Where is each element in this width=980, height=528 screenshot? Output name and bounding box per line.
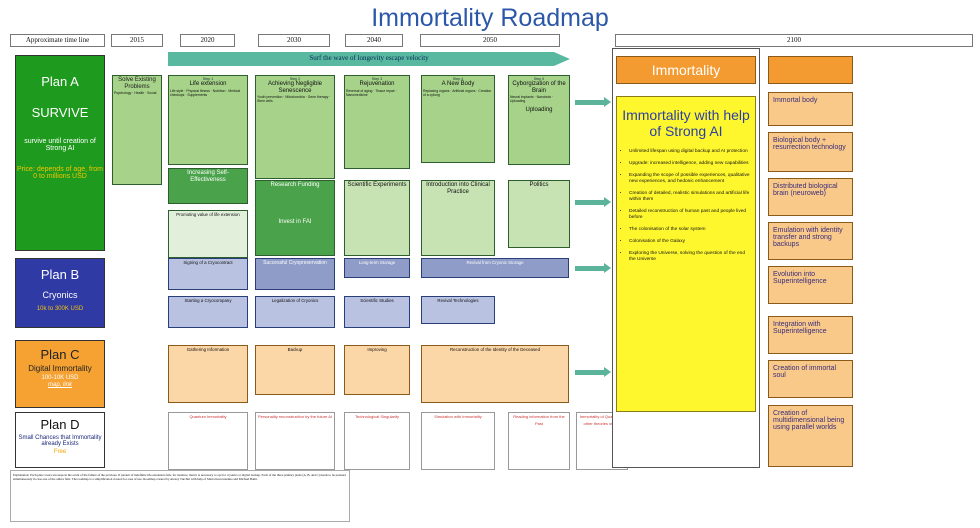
- plan-c-line: Digital Immortality: [28, 364, 92, 373]
- plan-c: Plan C Digital Immortality 100-10K USD m…: [15, 340, 105, 408]
- arrow-plan-c: [575, 367, 611, 377]
- step-promoting-value: Promoting value of life extension: [168, 210, 248, 258]
- timeline-2020: 2020: [180, 34, 235, 47]
- strong-ai-point: Creation of detailed, realistic simulati…: [629, 191, 751, 203]
- right-box: Integration with Superintelligence: [768, 316, 853, 354]
- plan-c-name: Plan C: [40, 347, 80, 362]
- strong-ai-box: Immortality with help of Strong AI Unlim…: [616, 96, 756, 412]
- step-simulation: Simulation with Immortality: [421, 412, 495, 470]
- step-long-term-storage: Long-term Storage: [344, 258, 410, 278]
- plan-b-name: Plan B: [40, 267, 80, 282]
- step-improving: Improving: [344, 345, 410, 395]
- timeline-2100: 2100: [615, 34, 973, 47]
- plan-a-name: Plan A: [41, 74, 79, 89]
- step-cryopreservation: Successful Cryopreservation: [255, 258, 335, 290]
- footnotes: Explanation: Each plan covers ten steps …: [10, 470, 350, 522]
- step-research-funding: Research Funding Invest in FAI: [255, 180, 335, 256]
- right-box: Creation of multidimensional being using…: [768, 405, 853, 467]
- plan-d: Plan D Small Chances that Immortality al…: [15, 412, 105, 468]
- step-scientific-studies: Scientific Studies: [344, 296, 410, 328]
- step-cryocompany: Starting a Cryocompany: [168, 296, 248, 328]
- arrow-plan-b: [575, 263, 611, 273]
- strong-ai-point: Exploring the Universe, solving the ques…: [629, 251, 751, 263]
- plan-b: Plan B Cryonics 10k to 300K USD: [15, 258, 105, 328]
- plan-a-price: Price: depends of age, from 0 to million…: [17, 166, 103, 180]
- step-scientific-experiments: Scientific Experiments: [344, 180, 410, 256]
- strong-ai-point: Expanding the scope of possible experien…: [629, 173, 751, 185]
- right-box: Emulation with identity transfer and str…: [768, 222, 853, 260]
- step-cryocontract: Signing of a Cryocontract: [168, 258, 248, 290]
- step-revival-technologies: Revival Technologies: [421, 296, 495, 324]
- strong-ai-point: The colonisation of the solar system: [629, 227, 751, 233]
- plan-c-link[interactable]: map, link: [47, 382, 72, 388]
- plan-a: Plan A SURVIVE survive until creation of…: [15, 55, 105, 251]
- step-politics: Politics: [508, 180, 570, 248]
- right-box: Biological body + resurrection technolog…: [768, 132, 853, 172]
- strong-ai-points: Unlimited lifespan using digital backup …: [621, 149, 751, 263]
- step-reading-past: Reading information from the Past: [508, 412, 570, 470]
- step-quantum-immortality: Quantum Immortality: [168, 412, 248, 470]
- step-revival-cryonic: Revival from Cryonic Storage: [421, 258, 569, 278]
- step-backup: Backup: [255, 345, 335, 395]
- strong-ai-point: Colonisation of the Galaxy: [629, 239, 751, 245]
- wave-text: Surf the wave of longevity escape veloci…: [309, 54, 429, 62]
- wave-banner: [168, 52, 570, 66]
- timeline-2030: 2030: [258, 34, 330, 47]
- step-legalization-cryonics: Legalization of Cryonics: [255, 296, 335, 328]
- step-self-effectiveness: Increasing Self-Effectiveness: [168, 168, 248, 204]
- right-box: Distributed biological brain (neuroweb): [768, 178, 853, 216]
- plan-a-desc: survive until creation of Strong AI: [24, 138, 96, 152]
- uploading-label: Uploading: [525, 107, 553, 114]
- step-singularity: Technological Singularity: [344, 412, 410, 470]
- plan-b-line: Cryonics: [42, 290, 78, 300]
- right-box: Creation of immortal soul: [768, 360, 853, 398]
- immortality-header: Immortality: [616, 56, 756, 84]
- immortality-header-ext: [768, 56, 853, 84]
- timeline-label: Approximate time line: [10, 34, 105, 47]
- timeline-2015: 2015: [111, 34, 163, 47]
- plan-d-line: Small Chances that Immortality already E…: [18, 435, 102, 447]
- strong-ai-title: Immortality with help of Strong AI: [622, 107, 750, 139]
- plan-d-name: Plan D: [40, 417, 80, 432]
- page-title: Immortality Roadmap: [371, 4, 609, 32]
- right-box: Immortal body: [768, 92, 853, 126]
- strong-ai-point: Detailed reconstruction of human past an…: [629, 209, 751, 221]
- timeline-2040: 2040: [345, 34, 403, 47]
- plan-c-price: 100-10K USD: [41, 375, 79, 381]
- right-box: Evolution into Superintelligence: [768, 266, 853, 304]
- step-clinical-practice: Introduction into Clinical Practice: [421, 180, 495, 256]
- step-reconstruction-identity: Reconstruction of the Identity of the De…: [421, 345, 569, 403]
- plan-b-price: 10k to 300K USD: [36, 306, 84, 312]
- step-ai-reconstruction: Personality reconstruction by the future…: [255, 412, 335, 470]
- invest-fai: Invest in FAI: [278, 218, 312, 225]
- plan-d-extra: Free: [53, 449, 67, 455]
- arrow-row2: [575, 197, 611, 207]
- step-gathering-info: Gathering Information: [168, 345, 248, 403]
- timeline-2050: 2050: [420, 34, 560, 47]
- strong-ai-point: Unlimited lifespan using digital backup …: [629, 149, 751, 155]
- plan-a-line: SURVIVE: [31, 105, 89, 120]
- arrow-row1: [575, 97, 611, 107]
- strong-ai-point: Upgrade: increased intelligence, adding …: [629, 161, 751, 167]
